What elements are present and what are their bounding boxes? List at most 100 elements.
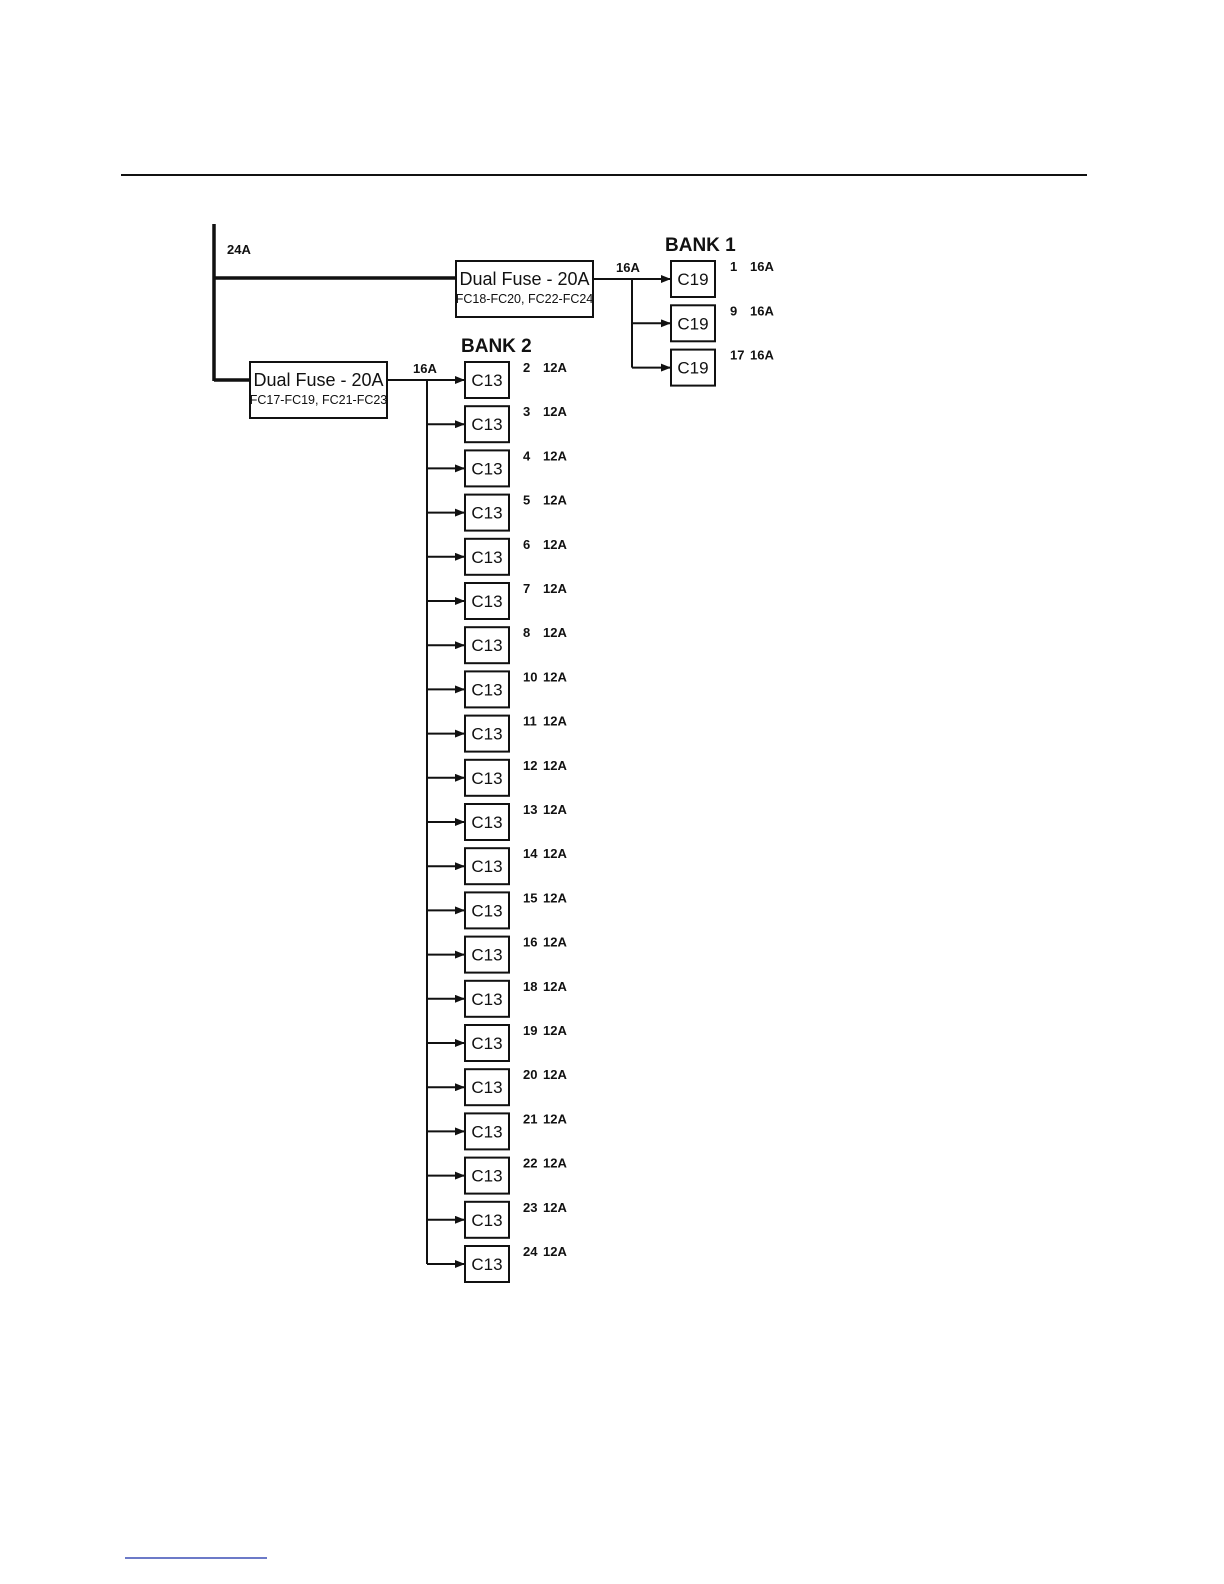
bank2-branch-wires bbox=[387, 376, 465, 1268]
feed-current-label: 24A bbox=[227, 242, 251, 257]
bank1-fuse-label: Dual Fuse - 20A bbox=[459, 269, 589, 289]
outlet-rating: 12A bbox=[543, 935, 567, 950]
main-feed bbox=[212, 224, 456, 382]
outlet-type: C13 bbox=[471, 1078, 502, 1097]
bank2-branch-current: 16A bbox=[413, 361, 437, 376]
outlet-type: C13 bbox=[471, 769, 502, 788]
outlet-rating: 12A bbox=[543, 979, 567, 994]
outlet-number: 24 bbox=[523, 1244, 538, 1259]
outlet-type: C19 bbox=[677, 314, 708, 333]
outlet-5: C13 5 12A bbox=[464, 493, 567, 532]
outlet-number: 19 bbox=[523, 1023, 537, 1038]
outlet-box bbox=[464, 714, 510, 753]
bank2-title: BANK 2 bbox=[461, 336, 532, 357]
outlet-23: C13 23 12A bbox=[464, 1200, 567, 1239]
outlet-rating: 12A bbox=[543, 1067, 567, 1082]
outlet-rating: 12A bbox=[543, 846, 567, 861]
outlet-number: 15 bbox=[523, 890, 537, 905]
outlet-rating: 16A bbox=[750, 259, 774, 274]
outlet-number: 11 bbox=[523, 714, 537, 729]
outlet-type: C13 bbox=[471, 1211, 502, 1230]
outlet-rating: 12A bbox=[543, 669, 567, 684]
outlet-number: 10 bbox=[523, 669, 537, 684]
outlet-number: 20 bbox=[523, 1067, 537, 1082]
outlet-box bbox=[670, 260, 716, 298]
bank1-branch-current: 16A bbox=[616, 260, 640, 275]
outlet-box bbox=[464, 1245, 510, 1283]
outlet-number: 12 bbox=[523, 758, 537, 773]
outlet-20: C13 20 12A bbox=[464, 1067, 567, 1107]
outlet-rating: 12A bbox=[543, 714, 567, 729]
bank1-title: BANK 1 bbox=[665, 235, 736, 256]
outlet-type: C13 bbox=[471, 1255, 502, 1274]
outlet-type: C13 bbox=[471, 636, 502, 655]
outlet-number: 18 bbox=[523, 979, 537, 994]
outlet-box bbox=[464, 626, 510, 665]
outlet-type: C13 bbox=[471, 459, 502, 478]
outlet-15: C13 15 12A bbox=[464, 890, 567, 930]
outlet-11: C13 11 12A bbox=[464, 714, 567, 753]
outlet-type: C13 bbox=[471, 1034, 502, 1053]
outlet-type: C13 bbox=[471, 371, 502, 390]
outlet-number: 8 bbox=[523, 625, 530, 640]
outlet-number: 2 bbox=[523, 360, 530, 375]
outlet-type: C13 bbox=[471, 990, 502, 1009]
outlet-type: C13 bbox=[471, 857, 502, 876]
outlet-8: C13 8 12A bbox=[464, 625, 567, 665]
bank2-fuse-label: Dual Fuse - 20A bbox=[253, 370, 383, 390]
outlet-type: C13 bbox=[471, 946, 502, 965]
outlet-rating: 12A bbox=[543, 625, 567, 640]
outlet-type: C13 bbox=[471, 548, 502, 567]
outlet-24: C13 24 12A bbox=[464, 1244, 567, 1283]
outlet-type: C13 bbox=[471, 725, 502, 744]
outlet-number: 22 bbox=[523, 1156, 537, 1171]
outlet-box bbox=[670, 304, 716, 343]
outlet-type: C13 bbox=[471, 1167, 502, 1186]
outlet-box bbox=[464, 449, 510, 488]
outlet-box bbox=[464, 405, 510, 444]
outlet-box bbox=[464, 1024, 510, 1062]
outlet-number: 7 bbox=[523, 581, 530, 596]
outlet-rating: 16A bbox=[750, 303, 774, 318]
outlet-number: 3 bbox=[523, 404, 530, 419]
outlet-type: C13 bbox=[471, 813, 502, 832]
outlet-box bbox=[670, 348, 716, 387]
outlet-type: C13 bbox=[471, 901, 502, 920]
outlet-rating: 12A bbox=[543, 1023, 567, 1038]
bank2-fuse-range: FC17-FC19, FC21-FC23 bbox=[250, 393, 388, 407]
outlet-rating: 12A bbox=[543, 1200, 567, 1215]
outlet-number: 9 bbox=[730, 303, 737, 318]
outlet-type: C13 bbox=[471, 504, 502, 523]
outlet-number: 13 bbox=[523, 802, 537, 817]
outlet-box bbox=[464, 582, 510, 620]
outlet-rating: 12A bbox=[543, 1111, 567, 1126]
outlet-rating: 12A bbox=[543, 890, 567, 905]
outlet-type: C13 bbox=[471, 592, 502, 611]
outlet-box bbox=[464, 803, 510, 841]
outlet-box bbox=[464, 891, 510, 930]
outlet-type: C13 bbox=[471, 415, 502, 434]
outlet-18: C13 18 12A bbox=[464, 979, 567, 1018]
outlet-rating: 12A bbox=[543, 1244, 567, 1259]
outlet-rating: 12A bbox=[543, 493, 567, 508]
outlet-number: 23 bbox=[523, 1200, 537, 1215]
outlet-box bbox=[464, 979, 510, 1018]
outlet-box bbox=[464, 537, 510, 576]
outlet-number: 5 bbox=[523, 493, 530, 508]
bank1-branch-wires bbox=[593, 275, 671, 372]
outlet-box bbox=[464, 493, 510, 532]
outlet-box bbox=[464, 935, 510, 974]
outlet-box bbox=[464, 1068, 510, 1107]
outlet-box bbox=[464, 361, 510, 399]
